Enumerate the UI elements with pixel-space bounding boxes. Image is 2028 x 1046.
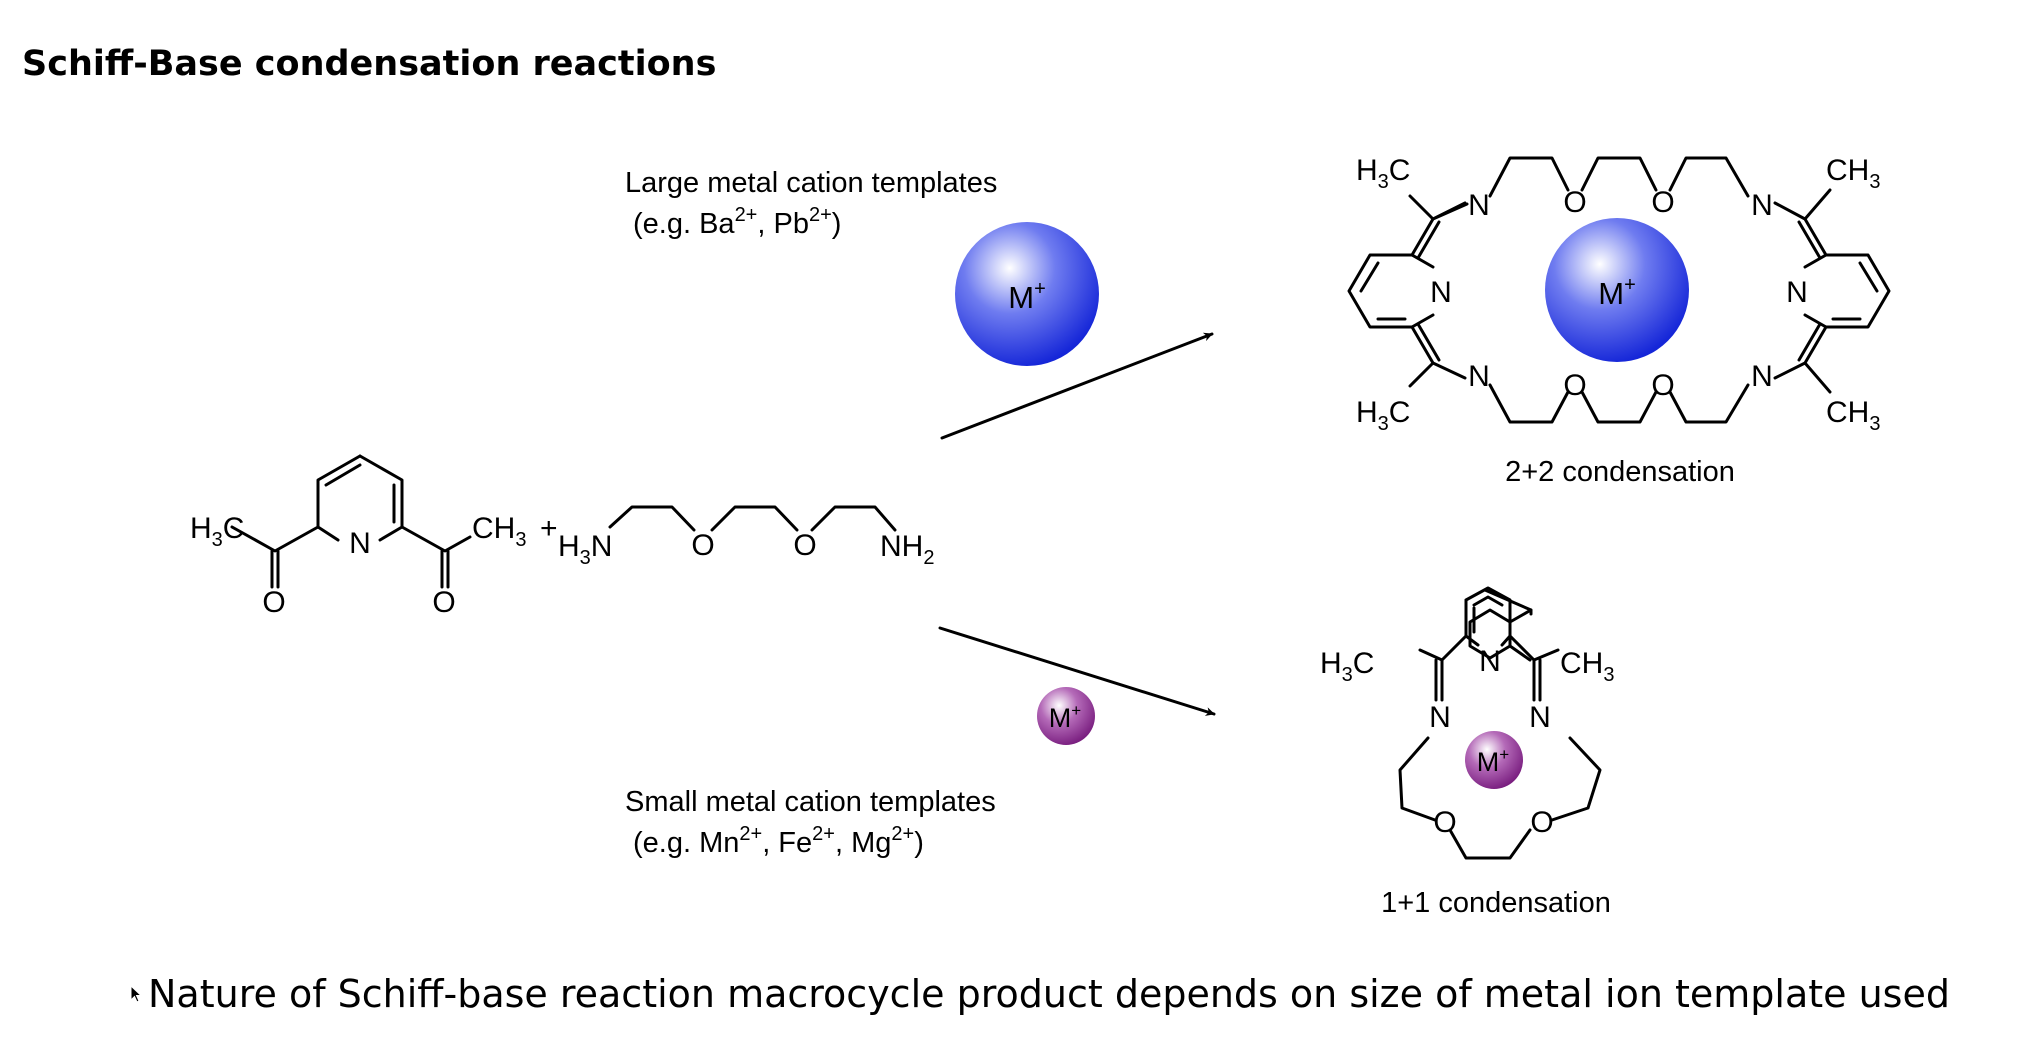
large-template-label: Large metal cation templates (e.g. Ba2+,… xyxy=(625,167,997,240)
svg-text:N: N xyxy=(1429,701,1451,734)
amine-right-label: NH2 xyxy=(880,530,934,569)
small-template-label: Small metal cation templates (e.g. Mn2+,… xyxy=(625,786,996,859)
slide-title: Schiff-Base condensation reactions xyxy=(22,44,717,84)
large-metal-ion-sphere: M+ xyxy=(955,222,1099,366)
svg-text:N: N xyxy=(1430,276,1452,309)
svg-text:O: O xyxy=(1651,186,1674,219)
footer-caption: Nature of Schiff-base reaction macrocycl… xyxy=(148,972,1950,1016)
svg-text:N: N xyxy=(1751,360,1773,393)
svg-text:N: N xyxy=(1751,189,1773,222)
svg-text:Large metal cation templates: Large metal cation templates xyxy=(625,167,997,199)
svg-text:M+: M+ xyxy=(1477,745,1510,777)
svg-text:O: O xyxy=(1433,806,1456,839)
svg-text:M+: M+ xyxy=(1598,274,1636,311)
macrocycle-1-1: N N N H3C CH3 O O M+ xyxy=(1320,586,1614,860)
ether-o-1: O xyxy=(691,529,714,562)
amine-left-label: H3N xyxy=(558,530,612,569)
svg-text:M+: M+ xyxy=(1049,701,1082,733)
product-label-1-1: 1+1 condensation xyxy=(1381,887,1611,919)
methyl-right-small: CH3 xyxy=(1560,647,1614,686)
ketone-o-left: O xyxy=(262,586,285,619)
methyl-top-right: CH3 xyxy=(1826,154,1880,193)
svg-text:N: N xyxy=(1786,276,1808,309)
diacetylpyridine: N O O H3C CH3 xyxy=(190,454,526,619)
product-label-2-2: 2+2 condensation xyxy=(1505,456,1735,488)
svg-text:M+: M+ xyxy=(1008,278,1046,315)
svg-text:O: O xyxy=(1651,369,1674,402)
pyridine-n-small: N xyxy=(1479,645,1501,678)
svg-text:O: O xyxy=(1530,806,1553,839)
svg-text:N: N xyxy=(1468,360,1490,393)
methyl-left-small: H3C xyxy=(1320,647,1374,686)
methyl-bottom-left: H3C xyxy=(1356,396,1410,435)
methyl-left-label: H3C xyxy=(190,512,244,551)
pyridine-n-label: N xyxy=(349,527,371,560)
ketone-o-right: O xyxy=(432,586,455,619)
svg-text:Small metal cation templates: Small metal cation templates xyxy=(625,786,996,818)
diamine-ether: H3N O O NH2 xyxy=(558,505,934,569)
methyl-right-label: CH3 xyxy=(472,512,526,551)
plus-sign: + xyxy=(540,512,558,545)
macrocycle-2-2: N N N N H3C H3C N N CH3 CH3 O O O O M+ xyxy=(1347,154,1891,435)
svg-text:O: O xyxy=(1563,186,1586,219)
svg-text:O: O xyxy=(1563,369,1586,402)
svg-text:N: N xyxy=(1529,701,1551,734)
methyl-bottom-right: CH3 xyxy=(1826,396,1880,435)
arrow-to-large-product xyxy=(940,332,1214,440)
arrow-to-small-product xyxy=(938,626,1216,716)
svg-text:(e.g. Ba2+, Pb2+): (e.g. Ba2+, Pb2+) xyxy=(633,204,841,240)
svg-text:N: N xyxy=(1468,189,1490,222)
methyl-top-left: H3C xyxy=(1356,154,1410,193)
svg-text:(e.g. Mn2+, Fe2+, Mg2+): (e.g. Mn2+, Fe2+, Mg2+) xyxy=(633,823,924,859)
cursor-icon xyxy=(130,985,143,1003)
ether-o-2: O xyxy=(793,529,816,562)
small-metal-ion-sphere: M+ xyxy=(1037,687,1095,745)
